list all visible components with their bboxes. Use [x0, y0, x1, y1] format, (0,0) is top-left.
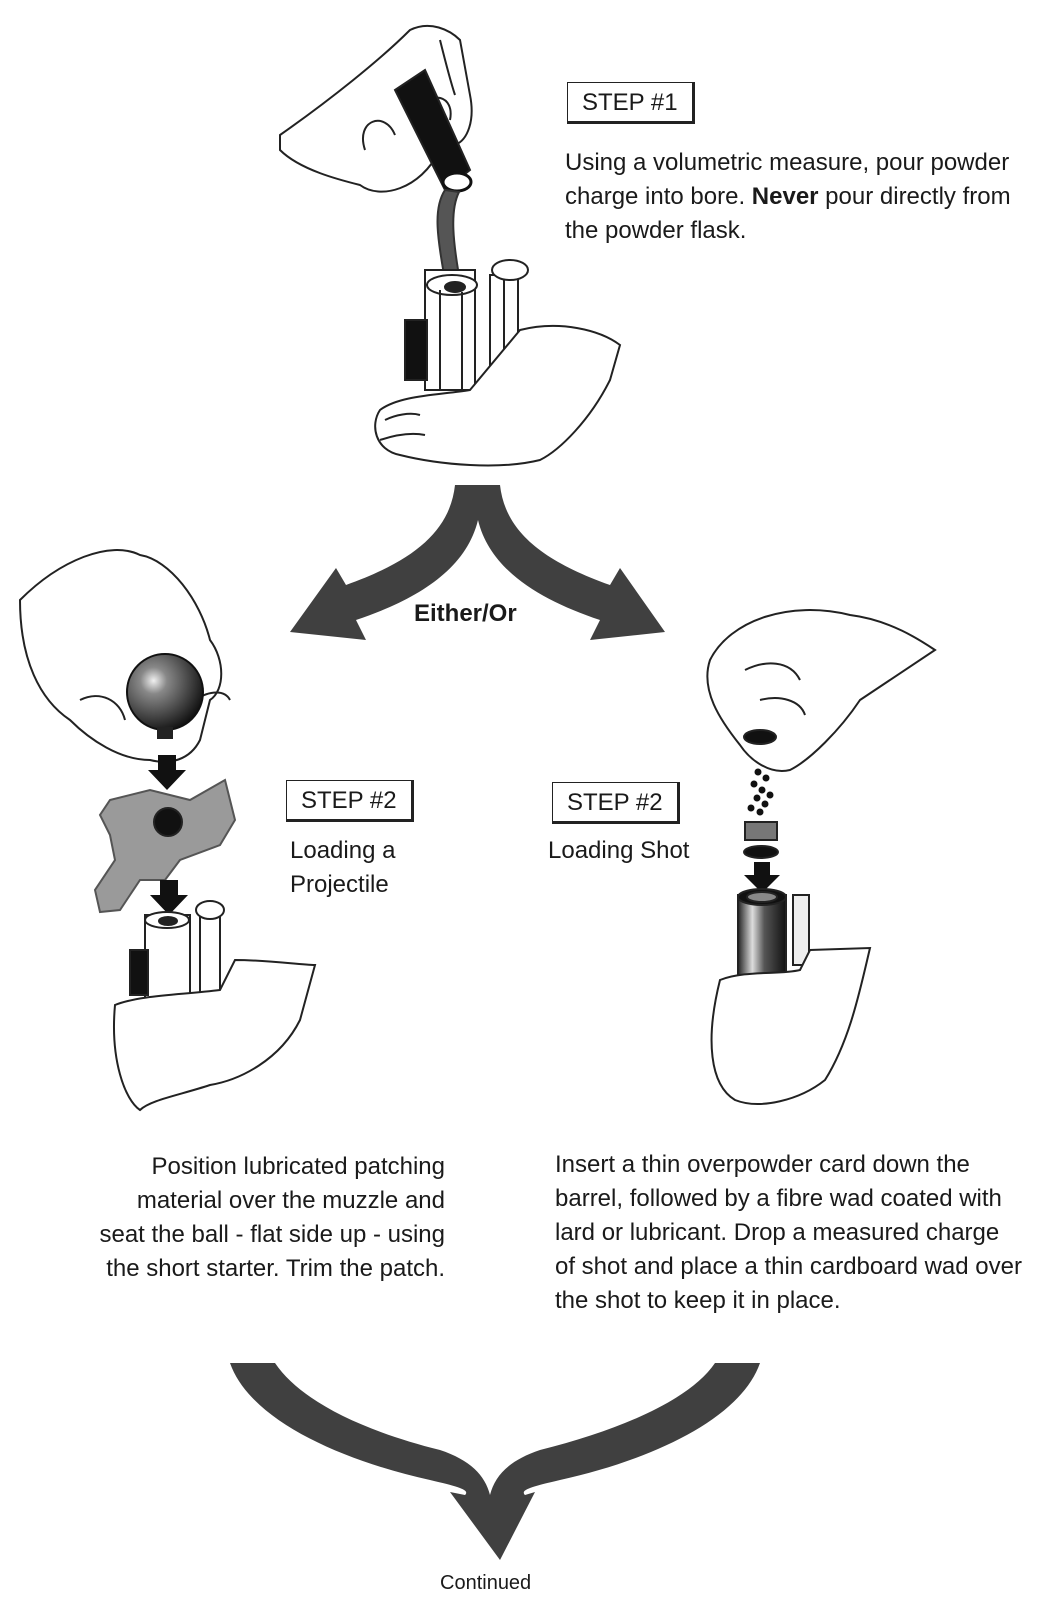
shotgun-barrel-icon: [737, 888, 810, 981]
wad-icon: [743, 845, 779, 859]
hand-icon: [113, 958, 317, 1112]
wad-icon: [744, 821, 778, 841]
step1-text-part1: Using a volumetric measure, pour powder …: [565, 149, 1010, 210]
ball-icon: [126, 653, 204, 731]
down-arrow-icon: [744, 862, 780, 893]
step2-left-title-line2: Projectile: [290, 871, 389, 898]
step2-left-label: STEP #2: [286, 780, 414, 822]
either-or-label: Either/Or: [414, 600, 517, 627]
step1-illustration: [279, 24, 622, 467]
hand-icon: [374, 324, 622, 467]
step2-right-label: STEP #2: [552, 782, 680, 824]
step2-left-description: Position lubricated patching material ov…: [99, 1153, 445, 1282]
step1-instructions: Using a volumetric measure, pour powder …: [565, 146, 1035, 248]
patch-icon: [93, 778, 237, 914]
down-arrow-icon: [148, 755, 186, 790]
step2-right-title: Loading Shot: [548, 837, 690, 864]
step2-right-illustration: [706, 609, 937, 1105]
hand-icon: [18, 549, 223, 763]
step2-left-illustration: [18, 549, 317, 1112]
hand-icon: [279, 24, 473, 193]
wad-icon: [743, 729, 777, 745]
step2-right-description: Insert a thin overpowder card down the b…: [555, 1151, 1022, 1314]
shot-pellets-icon: [747, 768, 774, 816]
step2-left-title: Loading a Projectile: [290, 834, 395, 902]
step1-text-part2: pour directly from the powder flask.: [565, 183, 1011, 244]
hand-icon: [706, 609, 937, 772]
step2-left-title-line1: Loading a: [290, 837, 396, 864]
split-arrow-icon: [290, 485, 665, 640]
hand-icon: [710, 946, 872, 1105]
merge-arrow-icon: [230, 1363, 760, 1560]
powder-measure-icon: [393, 68, 472, 192]
step1-label: STEP #1: [567, 82, 695, 124]
continued-label: Continued: [440, 1572, 532, 1594]
down-arrow-icon: [150, 880, 188, 915]
revolver-cylinder-icon: [129, 900, 225, 1001]
step1-text-bold: Never: [751, 183, 819, 210]
